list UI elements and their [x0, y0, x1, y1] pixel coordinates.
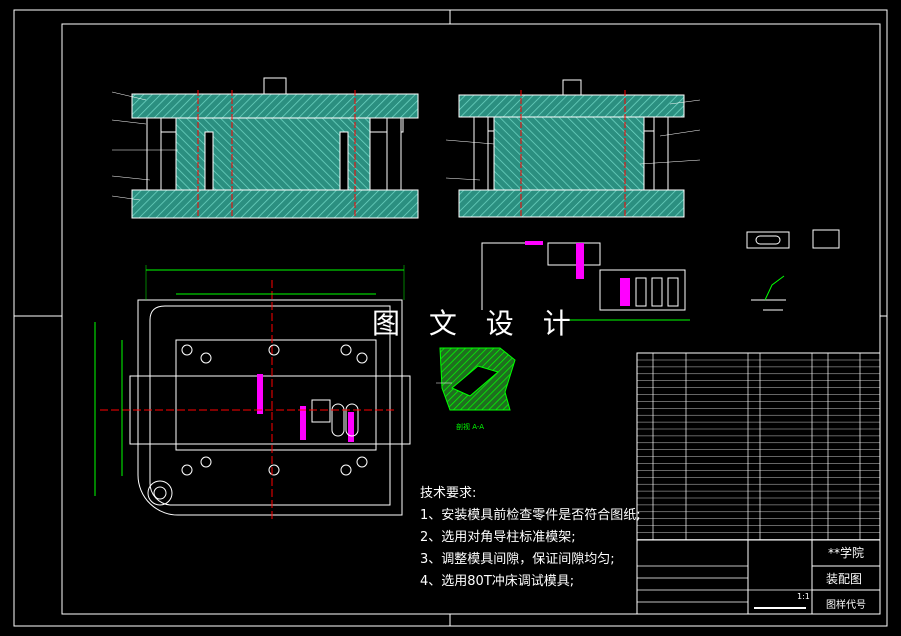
workpiece-side: [812, 229, 840, 249]
screw-hole: [356, 352, 368, 364]
screw-hole: [268, 344, 280, 356]
lower-plate-outline: [149, 305, 391, 506]
tech-requirement-item: 3、调整模具间隙，保证间隙均匀;: [420, 552, 615, 567]
die-body: [493, 116, 645, 191]
drawing-name: 装配图: [826, 572, 863, 586]
front-section-view-left: [111, 77, 419, 219]
stop-block: [311, 399, 331, 423]
workpiece-slot: [755, 235, 781, 245]
screw-hole: [340, 464, 352, 476]
guide-post-left: [473, 116, 489, 191]
slot-cut: [667, 277, 679, 307]
upper-die-plate: [131, 93, 419, 119]
leader-line: [659, 129, 701, 137]
punch: [339, 131, 349, 191]
side-section-view-right: [445, 79, 701, 218]
leader-line: [111, 119, 147, 125]
strip-layout: [481, 241, 690, 321]
shank: [562, 79, 582, 96]
screw-hole: [181, 464, 193, 476]
slot: [331, 403, 345, 437]
leader-line: [111, 175, 151, 181]
slot-cut: [635, 277, 647, 307]
screw-hole: [200, 456, 212, 468]
guide-post-left: [146, 117, 162, 191]
pierce-punch: [576, 243, 584, 279]
drawing-code: 图样代号: [826, 600, 866, 611]
workpiece-views: [746, 229, 840, 311]
guide-post-right: [386, 117, 402, 191]
workpiece-front: [746, 231, 790, 249]
pilot-highlight: [525, 241, 543, 245]
title-block: [636, 352, 881, 615]
punch: [204, 131, 214, 191]
leader-line: [445, 177, 481, 181]
slot-cut: [651, 277, 663, 307]
technical-requirements: 技术要求: 1、安装模具前检查零件是否符合图纸; 2、选用对角导柱标准模架; 3…: [420, 483, 641, 593]
strip-body: [599, 269, 686, 311]
parts-list-frame: [636, 352, 881, 615]
tech-requirement-item: 2、选用对角导柱标准模架;: [420, 530, 576, 545]
section-detail-view: [436, 347, 516, 411]
strip-outline: [481, 242, 530, 310]
bend-profile: [764, 275, 785, 301]
strip-start: [547, 242, 601, 266]
punch-highlight: [257, 374, 263, 414]
detail-cavity: [451, 365, 500, 397]
leader-line: [639, 159, 701, 165]
leader-line: [669, 99, 701, 105]
tech-requirement-item: 4、选用80T冲床调试模具;: [420, 574, 575, 589]
inner-frame: [61, 23, 881, 615]
watermark-text: 图 文 设 计: [372, 307, 581, 340]
leader-line: [111, 195, 141, 201]
guide-bush: [147, 480, 173, 506]
screw-hole: [356, 456, 368, 468]
punch-highlight: [300, 406, 306, 440]
slot: [345, 403, 359, 437]
screw-hole: [200, 352, 212, 364]
parts-list-rows: [637, 359, 880, 540]
die-block: [175, 339, 377, 451]
section-label: 剖视 A-A: [456, 423, 485, 431]
tech-requirement-item: 1、安装模具前检查零件是否符合图纸;: [420, 508, 641, 523]
scale: 1:1: [797, 592, 810, 601]
upper-die-plate: [458, 94, 685, 118]
screw-hole: [340, 344, 352, 356]
screw-hole: [268, 464, 280, 476]
guide-bush-inner: [153, 486, 167, 500]
screw-hole: [181, 344, 193, 356]
punch-highlight: [348, 412, 354, 442]
leader-line: [111, 91, 147, 101]
slot-cut: [620, 278, 630, 306]
lower-die-plate: [131, 189, 419, 219]
lower-die-plate: [458, 189, 685, 218]
plan-view: [94, 265, 411, 520]
shank: [263, 77, 287, 96]
guide-post-right: [653, 116, 669, 191]
tech-requirements-title: 技术要求:: [420, 486, 477, 501]
outer-plate-outline: [137, 299, 403, 516]
school-name: **学院: [828, 546, 865, 560]
leader-line: [445, 139, 495, 145]
